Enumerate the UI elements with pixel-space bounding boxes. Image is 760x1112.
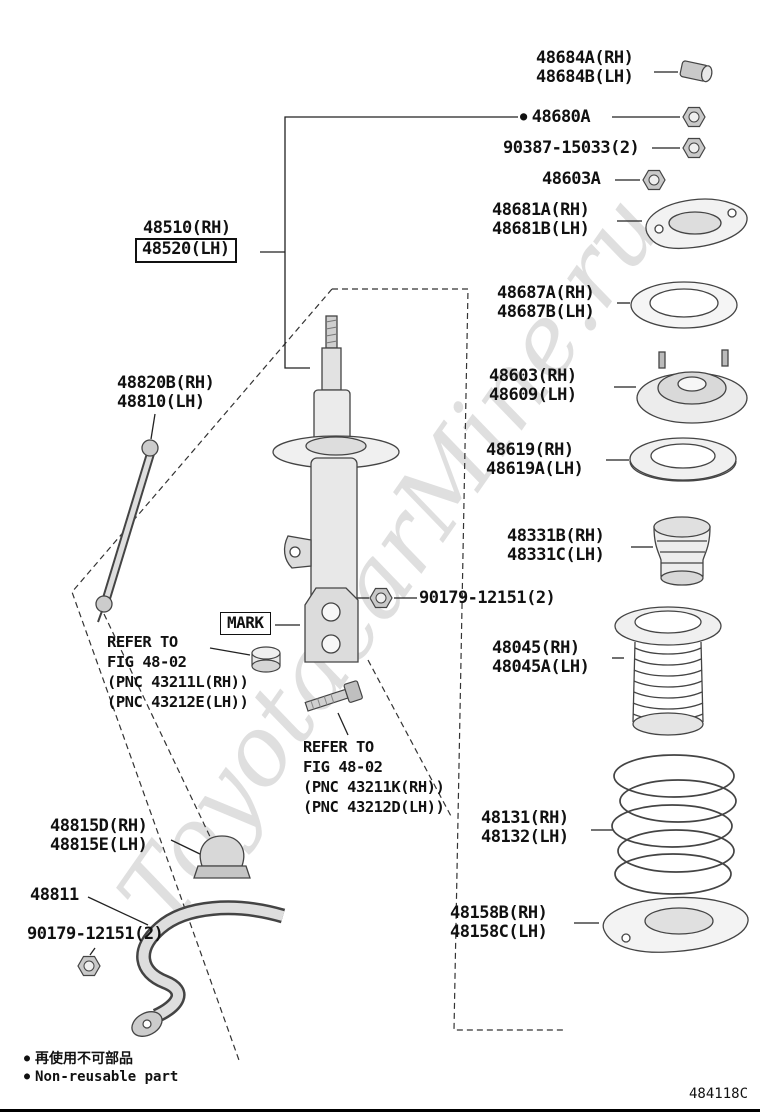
legend-text-en: Non-reusable part	[35, 1069, 179, 1085]
coil-spring-drawing	[611, 754, 737, 895]
part-number-line: 90179-12151(2)	[27, 924, 164, 944]
nut-48680A-icon	[682, 106, 706, 128]
bottom-border-rule	[0, 1109, 760, 1112]
nut-90387-icon	[682, 137, 706, 159]
part-number-line: 48820B(RH)	[117, 373, 215, 393]
legend-non-reusable-en: ● Non-reusable part	[24, 1068, 178, 1086]
part-number-line: 48045A(LH)	[492, 657, 590, 677]
refer-line: (PNC 43211K(RH))	[303, 778, 445, 796]
refer-line: FIG 48-02	[107, 653, 187, 671]
stabilizer-bar-drawing	[131, 900, 286, 1037]
part-number-line: 48132(LH)	[481, 827, 569, 847]
part-number-line: 48045(RH)	[492, 638, 580, 658]
part-number-line: 48603(RH)	[489, 366, 577, 386]
part-label-48684[interactable]: 48684A(RH) 48684B(LH)	[536, 48, 634, 87]
refer-line: (PNC 43212E(LH))	[107, 693, 249, 711]
part-number-line: 48815D(RH)	[50, 816, 148, 836]
part-label-48619[interactable]: 48619(RH) 48619A(LH)	[486, 440, 584, 479]
part-label-48603A[interactable]: 48603A	[542, 169, 601, 189]
part-number-line: 48603A	[542, 169, 601, 189]
part-number-line: 90179-12151(2)	[419, 588, 556, 608]
part-number-line: 48684B(LH)	[536, 67, 634, 87]
refer-line: FIG 48-02	[303, 758, 383, 776]
part-label-48603[interactable]: 48603(RH) 48609(LH)	[489, 367, 577, 405]
part-number-line: 48619A(LH)	[486, 459, 584, 479]
dust-cover-drawing	[614, 606, 722, 736]
refer-line: (PNC 43211L(RH))	[107, 673, 249, 691]
refer-line: REFER TO	[107, 633, 178, 651]
non-reusable-bullet: ●	[24, 1053, 31, 1064]
legend-non-reusable-jp: ● 再使用不可部品	[24, 1050, 133, 1068]
assembly-boundary-dashed	[71, 288, 563, 1064]
part-label-48820[interactable]: 48820B(RH) 48810(LH)	[117, 373, 215, 412]
part-label-48510-48520[interactable]: 48510(RH) 48520(LH)	[135, 219, 237, 263]
lower-insulator-drawing	[602, 896, 749, 953]
mark-label[interactable]: MARK	[220, 612, 271, 635]
part-number-line: 48681B(LH)	[492, 219, 590, 239]
part-number-line: 48158B(RH)	[450, 903, 548, 923]
part-number-line: 48510(RH)	[143, 218, 231, 238]
part-number-line: 48331C(LH)	[507, 545, 605, 565]
part-label-48681[interactable]: 48681A(RH) 48681B(LH)	[492, 200, 590, 239]
part-label-90179-upper[interactable]: 90179-12151(2)	[419, 588, 556, 608]
part-label-90387[interactable]: 90387-15033(2)	[503, 138, 640, 158]
non-reusable-bullet: ●	[520, 109, 527, 123]
bolt-drawing	[304, 680, 363, 712]
part-number-line: 48609(LH)	[489, 385, 577, 405]
dust-seal-drawing	[630, 281, 738, 329]
stabilizer-link-drawing	[95, 439, 159, 623]
part-number-line: 48687B(LH)	[497, 302, 595, 322]
part-number-line: 48680A	[531, 107, 591, 127]
part-label-48331[interactable]: 48331B(RH) 48331C(LH)	[507, 526, 605, 565]
part-number-line: 48687A(RH)	[497, 283, 595, 303]
part-number-line: 48815E(LH)	[50, 835, 148, 855]
mark-text: MARK	[220, 612, 271, 635]
nut-48603A-icon	[642, 169, 666, 191]
part-number-line: 48810(LH)	[117, 392, 205, 412]
spring-seat-bearing-drawing	[629, 437, 737, 482]
refer-note-1: REFER TO FIG 48-02 (PNC 43211L(RH)) (PNC…	[107, 632, 249, 712]
part-number-line: 48331B(RH)	[507, 526, 605, 546]
part-label-48680A[interactable]: ● 48680A	[520, 107, 591, 127]
nut-90179-lower-icon	[77, 955, 101, 977]
part-label-90179-lower[interactable]: 90179-12151(2)	[27, 924, 164, 944]
strut-drawing	[272, 315, 400, 663]
non-reusable-bullet: ●	[24, 1071, 31, 1082]
part-label-48811[interactable]: 48811	[30, 886, 79, 905]
part-number-line: 90387-15033(2)	[503, 138, 640, 158]
leader-lines	[87, 71, 680, 956]
nut-90179-upper-icon	[369, 587, 393, 609]
part-label-48158[interactable]: 48158B(RH) 48158C(LH)	[450, 903, 548, 942]
part-label-48815[interactable]: 48815D(RH) 48815E(LH)	[50, 816, 148, 855]
part-number-line: 48131(RH)	[481, 808, 569, 828]
bushing-48684-drawing	[679, 60, 713, 83]
stabilizer-bushing-drawing	[193, 835, 251, 879]
part-label-48687[interactable]: 48687A(RH) 48687B(LH)	[497, 283, 595, 322]
bump-stopper-drawing	[653, 516, 711, 586]
part-label-48131[interactable]: 48131(RH) 48132(LH)	[481, 809, 569, 847]
diagram-code: 484118C	[689, 1086, 749, 1102]
legend-text-jp: 再使用不可部品	[35, 1051, 134, 1067]
support-plate-drawing	[645, 198, 748, 250]
part-number-line: 48158C(LH)	[450, 922, 548, 942]
refer-note-2: REFER TO FIG 48-02 (PNC 43211K(RH)) (PNC…	[303, 737, 445, 817]
strut-mount-drawing	[636, 349, 748, 424]
part-label-48045[interactable]: 48045(RH) 48045A(LH)	[492, 638, 590, 677]
collar-drawing	[251, 646, 281, 673]
part-number-line: 48619(RH)	[486, 440, 574, 460]
part-number-line-boxed: 48520(LH)	[135, 238, 237, 263]
part-number-line: 48811	[30, 885, 79, 905]
part-number-line: 48681A(RH)	[492, 200, 590, 220]
refer-line: REFER TO	[303, 738, 374, 756]
refer-line: (PNC 43212D(LH))	[303, 798, 445, 816]
part-number-line: 48684A(RH)	[536, 48, 634, 68]
